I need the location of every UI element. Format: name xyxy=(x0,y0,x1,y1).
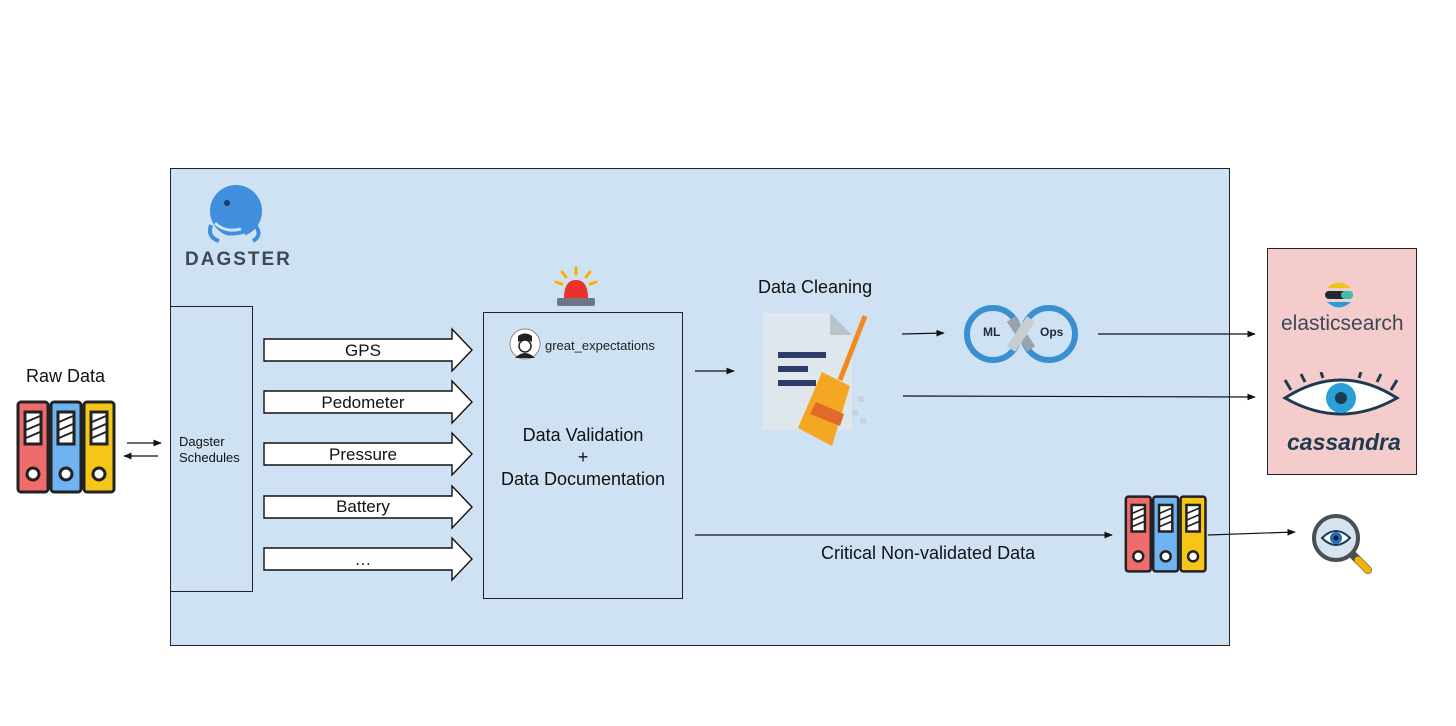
mlops-ml-text: ML xyxy=(983,325,1001,339)
stream-arrow-more xyxy=(263,536,473,582)
stream-label-pressure: Pressure xyxy=(328,445,398,464)
data-cleaning-label: Data Cleaning xyxy=(758,277,873,297)
stream-arrow-pedometer xyxy=(263,379,473,425)
dagster-schedules-box xyxy=(170,306,253,592)
cleaning-to-mlops-arrow xyxy=(901,329,945,337)
stream-label-battery: Battery xyxy=(336,497,390,516)
elasticsearch-label: elasticsearch xyxy=(1281,312,1404,335)
raw-data-label: Raw Data xyxy=(26,366,106,386)
great-expectations-brand: great_expectations xyxy=(545,338,655,353)
data-cleaning-broom-icon xyxy=(760,310,875,450)
mlops-ops-text: Ops xyxy=(1040,325,1064,339)
stream-label-more: … xyxy=(354,550,372,569)
dagster-logo: DAGSTER xyxy=(185,185,290,275)
validation-box xyxy=(483,312,683,599)
octopus-icon xyxy=(208,185,262,243)
schedules-label-line2: Schedules xyxy=(179,450,240,465)
stream-arrow-gps xyxy=(263,327,473,373)
cleaning-to-cassandra-arrow xyxy=(902,393,1256,401)
mlops-infinity-icon xyxy=(963,305,1079,363)
stream-arrow-pressure xyxy=(263,431,473,477)
raw-data-binders-icon xyxy=(16,400,118,494)
critical-to-inspect-arrow xyxy=(1207,528,1296,536)
schedules-label-line1: Dagster xyxy=(179,434,225,449)
elasticsearch-logo-icon xyxy=(1323,279,1355,311)
cassandra-eye-icon xyxy=(1281,371,1401,426)
cassandra-label: cassandra xyxy=(1287,429,1401,455)
great-expectations-logo-icon xyxy=(509,328,541,360)
critical-data-label: Critical Non-validated Data xyxy=(821,543,1036,563)
critical-data-binders-icon xyxy=(1124,495,1209,573)
dagster-logo-text: DAGSTER xyxy=(185,249,292,270)
validation-plus: + xyxy=(577,447,589,467)
alarm-siren-icon xyxy=(553,266,599,308)
stream-label-gps: GPS xyxy=(345,341,381,360)
inspect-magnifier-icon xyxy=(1310,512,1374,576)
stream-label-pedometer: Pedometer xyxy=(321,393,405,412)
documentation-title: Data Documentation xyxy=(500,469,666,489)
validation-title: Data Validation xyxy=(522,425,644,445)
stream-arrow-battery xyxy=(263,484,473,530)
